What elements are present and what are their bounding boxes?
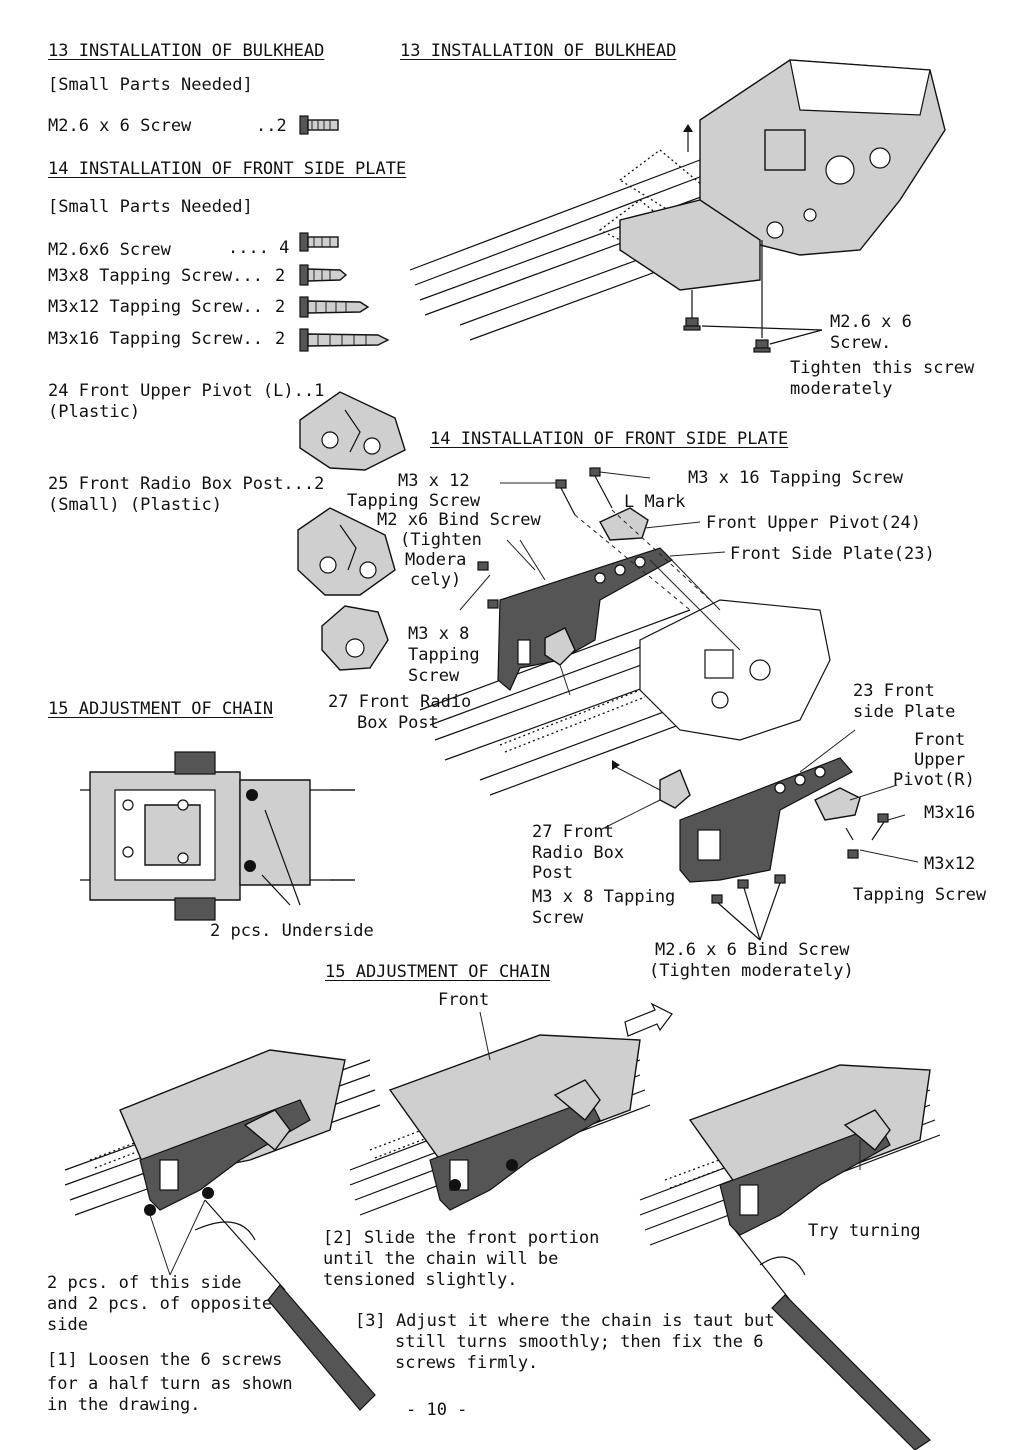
part-item-name: M3x12 Tapping Screw.. — [48, 297, 263, 317]
front-radio-box-post-part — [297, 507, 396, 596]
front-upper-pivot-part — [299, 391, 406, 471]
pivot-r-callout-line2: Upper — [914, 750, 966, 770]
step3-line3: screws firmly. — [395, 1353, 539, 1373]
side-plate-23-right-line2: side Plate — [853, 702, 956, 722]
m3x8-tapping-lower-line1: M3 x 8 Tapping — [532, 887, 676, 907]
l-mark-callout: L Mark — [624, 492, 686, 512]
post-part-line2: (Small) (Plastic) — [48, 495, 222, 515]
screw-icon-m3x16 — [299, 328, 390, 352]
post27-lower-line3: Post — [532, 863, 573, 883]
m3x8-callout-line1: M3 x 8 — [408, 624, 470, 644]
bind-screw-callout-line4: cely) — [410, 570, 462, 590]
section15-heading-bottom: 15 ADJUSTMENT OF CHAIN — [325, 962, 551, 982]
underside-note: 2 pcs. Underside — [210, 921, 374, 941]
bind-screw-callout-line2: (Tighten — [400, 530, 482, 550]
screw-icon-m3x12 — [299, 296, 370, 318]
bind-screw-callout-line1: M2 x6 Bind Screw — [377, 510, 541, 530]
pivot-r-callout-line1: Front — [914, 730, 966, 750]
step3-line2: still turns smoothly; then fix the 6 — [395, 1332, 764, 1352]
pcs-note-line2: and 2 pcs. of opposite — [47, 1294, 273, 1314]
part-item-name: M3x16 Tapping Screw.. — [48, 329, 263, 349]
step2-line2: until the chain will be — [323, 1249, 559, 1269]
m3x8-tapping-lower-line2: Screw — [532, 908, 584, 928]
sec13-parts-title: [Small Parts Needed] — [48, 75, 253, 95]
part-item-qty: 2 — [275, 297, 286, 317]
side-plate-23-right-line1: 23 Front — [853, 681, 935, 701]
m3x8-callout-line3: Screw — [408, 666, 460, 686]
screw-icon-m26x6-b — [299, 232, 339, 252]
front-direction-label: Front — [438, 990, 490, 1010]
chain-adjustment-step1-illustration — [64, 1049, 381, 1411]
pivot-part-line1: 24 Front Upper Pivot (L)..1 — [48, 381, 325, 401]
bind-screw-lower-line2: (Tighten moderately) — [649, 961, 854, 981]
m3x12-callout-line2: Tapping Screw — [347, 491, 481, 511]
pcs-note-line3: side — [47, 1315, 88, 1335]
screw-icon-m3x8 — [299, 264, 348, 286]
step1-line3: in the drawing. — [47, 1395, 201, 1415]
step1-line2: for a half turn as shown — [47, 1374, 293, 1394]
section14-heading-left: 14 INSTALLATION OF FRONT SIDE PLATE — [48, 159, 407, 179]
side-plate-23-callout: Front Side Plate(23) — [730, 544, 935, 564]
part-item-qty: 2 — [275, 266, 286, 286]
sec14-parts-title: [Small Parts Needed] — [48, 197, 253, 217]
upper-pivot-24-callout: Front Upper Pivot(24) — [706, 513, 921, 533]
chassis-underside-illustration — [80, 751, 355, 921]
part-item-qty: 2 — [275, 329, 286, 349]
sec13-screw-name: M2.6 x 6 Screw — [48, 116, 192, 136]
post27-lower-line2: Radio Box — [532, 843, 625, 863]
step2-line3: tensioned slightly. — [323, 1270, 518, 1290]
chain-adjustment-step2-illustration — [349, 1002, 673, 1216]
post27-callout-line1: 27 Front Radio — [328, 692, 472, 712]
bulkhead-illustration — [409, 59, 946, 353]
bind-screw-lower-line1: M2.6 x 6 Bind Screw — [655, 940, 850, 960]
post27-callout-line2: Box Post — [357, 713, 439, 733]
m3x8-callout-line2: Tapping — [408, 645, 480, 665]
part-item-qty: .... 4 — [228, 238, 290, 258]
part-item-name: M2.6x6 Screw — [48, 240, 171, 260]
screw-icon-m26x6 — [299, 115, 339, 135]
step2-line1: [2] Slide the front portion — [323, 1228, 600, 1248]
tapping-screw-right-callout: Tapping Screw — [853, 885, 987, 905]
m3x12-right-callout: M3x12 — [924, 854, 976, 874]
section13-heading-right: 13 INSTALLATION OF BULKHEAD — [400, 41, 677, 61]
pcs-note-line1: 2 pcs. of this side — [47, 1273, 242, 1293]
pivot-r-callout-line3: Pivot(R) — [893, 770, 975, 790]
part-item-name: M3x8 Tapping Screw... — [48, 266, 263, 286]
bind-screw-callout-line3: Modera — [405, 550, 467, 570]
section15-heading-left: 15 ADJUSTMENT OF CHAIN — [48, 699, 274, 719]
tighten-note-line1: Tighten this screw — [790, 358, 975, 378]
sec13-screw-qty: ..2 — [256, 116, 287, 136]
post-part-line1: 25 Front Radio Box Post...2 — [48, 474, 325, 494]
step1-line1: [1] Loosen the 6 screws — [47, 1350, 283, 1370]
step3-line1: [3] Adjust it where the chain is taut bu… — [355, 1311, 775, 1331]
screw-callout-line2: Screw. — [830, 333, 892, 353]
pivot-part-line2: (Plastic) — [48, 402, 141, 422]
m3x16-callout: M3 x 16 Tapping Screw — [688, 468, 903, 488]
section14-heading-right: 14 INSTALLATION OF FRONT SIDE PLATE — [430, 429, 789, 449]
section13-heading-left: 13 INSTALLATION OF BULKHEAD — [48, 41, 325, 61]
m3x12-callout-line1: M3 x 12 — [398, 471, 470, 491]
tighten-note-line2: moderately — [790, 379, 893, 399]
screw-callout-line1: M2.6 x 6 — [830, 312, 912, 332]
post27-lower-line1: 27 Front — [532, 822, 614, 842]
chain-adjustment-step3-illustration — [639, 1064, 941, 1450]
try-turning-label: Try turning — [808, 1221, 921, 1241]
front-side-plate-exploded-illustration — [419, 467, 919, 941]
page-number: - 10 - — [406, 1400, 468, 1420]
m3x16-right-callout: M3x16 — [924, 803, 976, 823]
front-radio-box-post-small-part — [321, 605, 389, 671]
